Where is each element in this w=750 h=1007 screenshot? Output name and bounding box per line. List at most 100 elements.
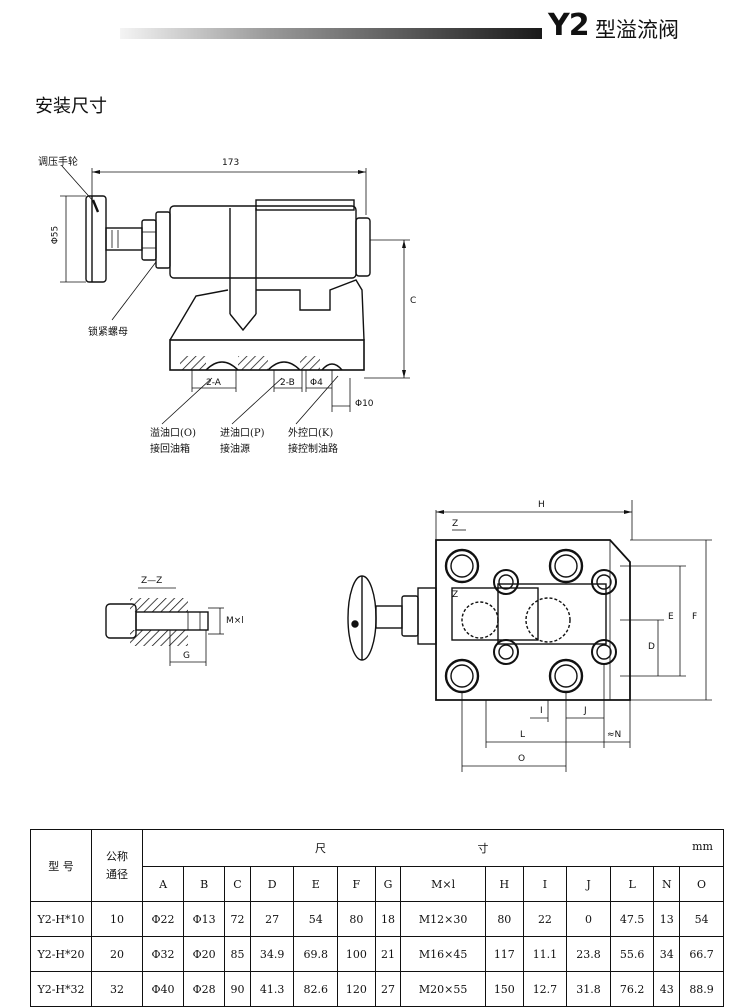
dimension-value-cell: 11.1 bbox=[522, 936, 568, 972]
top-view bbox=[347, 500, 712, 772]
dimension-value-cell: 47.5 bbox=[609, 901, 655, 937]
dimension-value-cell: 72 bbox=[224, 901, 251, 937]
dimensions-header-char1: 尺 bbox=[315, 842, 326, 855]
table-header-row: 型 号 公称 通径 尺 寸 mm bbox=[30, 829, 724, 902]
dimension-letter-header: B bbox=[183, 866, 226, 902]
dimension-letter-header: H bbox=[485, 866, 524, 902]
dim-phi55-label: Φ55 bbox=[50, 225, 61, 245]
port-2a-label: 2-A bbox=[206, 378, 221, 388]
dimension-letter-header: D bbox=[249, 866, 295, 902]
dimensions-header-char2: 寸 bbox=[477, 842, 489, 855]
unit-label: mm bbox=[692, 840, 713, 853]
dimension-value-cell: 90 bbox=[224, 971, 251, 1007]
dimension-value-cell: 150 bbox=[485, 971, 524, 1007]
dim-f-label: F bbox=[692, 612, 698, 622]
dim-e-label: E bbox=[668, 612, 674, 622]
dimension-value-cell: M20×55 bbox=[400, 971, 486, 1007]
dim-g-label: G bbox=[183, 651, 190, 661]
dim-h-label: H bbox=[538, 500, 545, 510]
dim-i-label: I bbox=[540, 706, 543, 716]
dimension-letter-header: J bbox=[566, 866, 611, 902]
dimension-value-cell: Φ40 bbox=[141, 971, 185, 1007]
dimension-value-cell: 31.8 bbox=[566, 971, 611, 1007]
dimension-value-cell: M16×45 bbox=[400, 936, 486, 972]
dimensions-group-header: 尺 寸 mm bbox=[142, 829, 724, 867]
section-title: 安装尺寸 bbox=[35, 96, 107, 117]
header-product-name: 型溢流阀 bbox=[595, 18, 679, 42]
dimension-letter-header: F bbox=[337, 866, 376, 902]
dimension-value-cell: 55.6 bbox=[609, 936, 655, 972]
dim-o-label: O bbox=[518, 754, 526, 764]
dimension-value-cell: 69.8 bbox=[293, 936, 339, 972]
model-column-header: 型 号 bbox=[30, 829, 92, 902]
dim-n-label: ≈N bbox=[607, 730, 622, 740]
dimension-value-cell: 43 bbox=[653, 971, 681, 1007]
dim-phi10-label: Φ10 bbox=[355, 399, 374, 409]
dimension-value-cell: 0 bbox=[566, 901, 611, 937]
port-p-label: 进油口(P) bbox=[220, 428, 265, 439]
dimension-value-cell: 34.9 bbox=[249, 936, 295, 972]
model-cell: Y2-H*10 bbox=[30, 901, 92, 937]
section-zz-view bbox=[105, 587, 224, 666]
handwheel-label: 调压手轮 bbox=[38, 157, 78, 168]
port-2b-label: 2-B bbox=[280, 378, 295, 388]
bore-cell: 20 bbox=[91, 936, 143, 972]
dimension-value-cell: 88.9 bbox=[679, 971, 724, 1007]
bore-cell: 10 bbox=[91, 901, 143, 937]
dim-173-label: 173 bbox=[222, 158, 240, 168]
dim-z1-label: Z bbox=[452, 519, 459, 529]
dimension-value-cell: 85 bbox=[224, 936, 251, 972]
dimension-value-cell: 13 bbox=[653, 901, 681, 937]
section-zz-label: Z—Z bbox=[141, 576, 163, 586]
dimension-value-cell: 27 bbox=[374, 971, 402, 1007]
dimension-value-cell: 66.7 bbox=[679, 936, 724, 972]
dimension-value-cell: 100 bbox=[337, 936, 376, 972]
dimension-letter-header: A bbox=[141, 866, 185, 902]
bore-column-header: 公称 通径 bbox=[91, 829, 143, 902]
dimension-letter-header: I bbox=[522, 866, 568, 902]
dim-l-label: L bbox=[520, 730, 526, 740]
dimension-value-cell: Φ28 bbox=[183, 971, 226, 1007]
dimension-value-cell: 54 bbox=[679, 901, 724, 937]
port-p-note: 接油源 bbox=[220, 444, 250, 455]
dim-z2-label: Z bbox=[452, 590, 459, 600]
dimension-value-cell: 54 bbox=[293, 901, 339, 937]
header-model: Y2 bbox=[548, 8, 590, 43]
dim-c-label: C bbox=[410, 296, 417, 306]
dimension-value-cell: 117 bbox=[485, 936, 524, 972]
bore-cell: 32 bbox=[91, 971, 143, 1007]
model-cell: Y2-H*20 bbox=[30, 936, 92, 972]
dimension-value-cell: 23.8 bbox=[566, 936, 611, 972]
dimension-letter-header: L bbox=[609, 866, 655, 902]
port-phi4-label: Φ4 bbox=[310, 378, 323, 388]
dimension-value-cell: 80 bbox=[337, 901, 376, 937]
dimension-letter-header: E bbox=[293, 866, 339, 902]
dimension-value-cell: 120 bbox=[337, 971, 376, 1007]
port-k-note: 接控制油路 bbox=[288, 444, 338, 455]
dimension-letter-header: G bbox=[374, 866, 402, 902]
locknut-label: 锁紧螺母 bbox=[88, 327, 128, 338]
dimension-value-cell: 12.7 bbox=[522, 971, 568, 1007]
port-o-note: 接回油箱 bbox=[150, 444, 190, 455]
dim-j-label: J bbox=[584, 706, 587, 716]
dimension-letter-header: N bbox=[653, 866, 681, 902]
port-o-label: 溢油口(O) bbox=[150, 428, 197, 439]
dim-mxl-label: M×l bbox=[226, 616, 244, 626]
dimension-value-cell: 82.6 bbox=[293, 971, 339, 1007]
dimension-value-cell: 27 bbox=[249, 901, 295, 937]
dimension-value-cell: Φ32 bbox=[141, 936, 185, 972]
dimension-value-cell: 80 bbox=[485, 901, 524, 937]
dimension-value-cell: Φ22 bbox=[141, 901, 185, 937]
dimension-letter-header: C bbox=[224, 866, 251, 902]
dimension-value-cell: M12×30 bbox=[400, 901, 486, 937]
valve-drawings bbox=[60, 165, 712, 772]
dimension-letter-header: M×l bbox=[400, 866, 486, 902]
dimension-value-cell: Φ20 bbox=[183, 936, 226, 972]
bore-header-line1: 公称 bbox=[106, 849, 128, 863]
